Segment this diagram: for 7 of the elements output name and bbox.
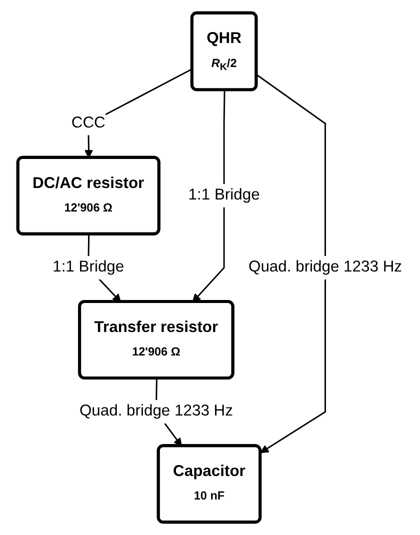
edge-label: Quad. bridge 1233 Hz [248,258,402,276]
arrow [256,74,326,454]
arrow [192,90,226,302]
edge-label: Quad. bridge 1233 Hz [80,403,234,420]
edge-label: CCC [71,114,106,132]
edge-label: 1:1 Bridge [188,186,260,204]
edge-label: 1:1 Bridge [52,258,124,276]
